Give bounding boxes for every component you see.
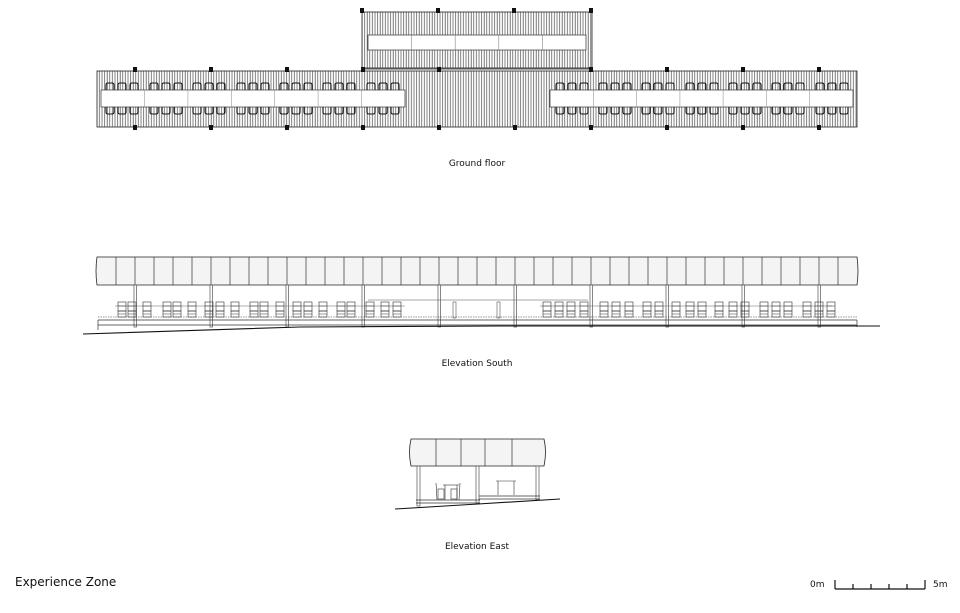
right-tables: [549, 89, 854, 108]
scale-end-label: 5m: [933, 580, 948, 590]
elevation-east: [394, 438, 561, 510]
scale-bar: [834, 580, 926, 590]
south-ground-line: [82, 325, 880, 335]
roof-panel-lines: [115, 257, 839, 285]
south-counter: [368, 299, 588, 319]
elevation-east-label: Elevation East: [444, 542, 510, 552]
upper-block-tables: [367, 34, 587, 51]
elevation-south: [82, 256, 880, 335]
column-marks: [133, 8, 821, 130]
east-table-chairs: [435, 482, 461, 501]
south-chairs-right: [542, 301, 836, 318]
left-tables: [100, 89, 406, 108]
east-ground-line: [394, 498, 561, 510]
ground-floor-plan: [96, 8, 858, 130]
sheet-title: Experience Zone: [15, 575, 117, 589]
scale-start-label: 0m: [810, 580, 825, 590]
south-deck: [97, 316, 858, 330]
south-chairs-left: [117, 301, 402, 318]
ground-floor-label: Ground floor: [448, 159, 506, 169]
elevation-south-label: Elevation South: [441, 359, 513, 369]
